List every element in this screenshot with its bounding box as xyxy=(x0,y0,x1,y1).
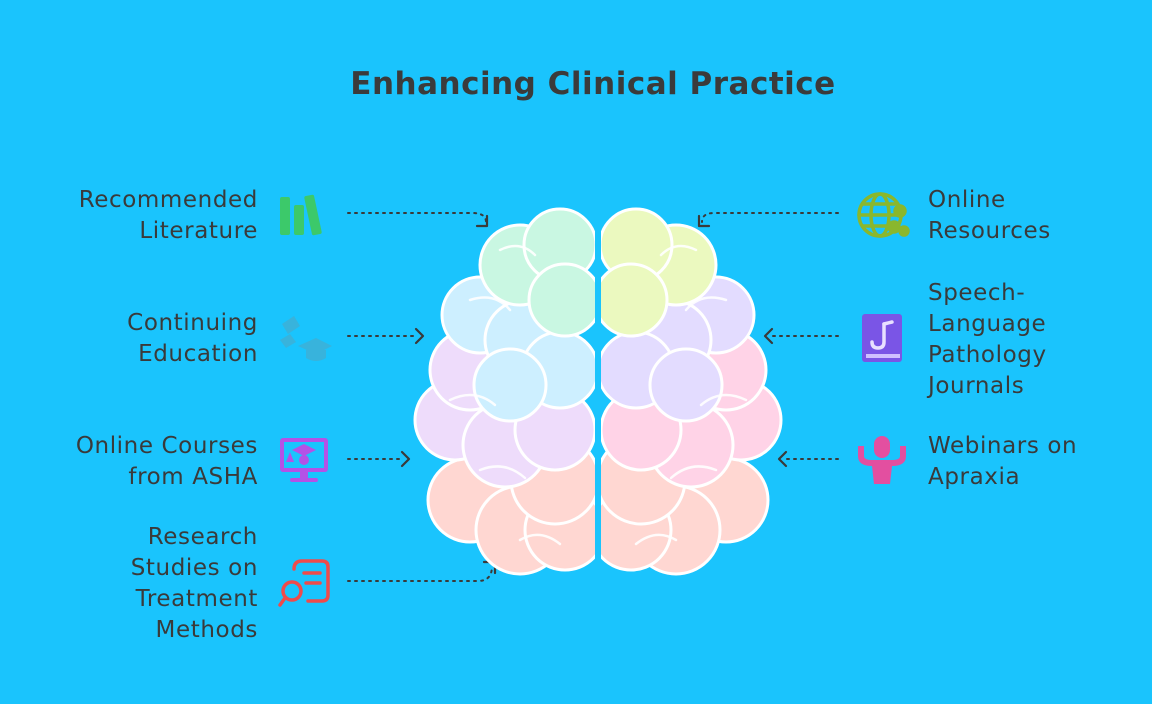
journal-book-icon xyxy=(854,310,910,366)
arrow-recommended-literature xyxy=(347,212,487,223)
arrow-online-resources xyxy=(701,212,839,223)
webinar-speaker-icon xyxy=(854,432,910,488)
brain-left-hemisphere xyxy=(413,207,595,576)
label-online-courses: Online Courses from ASHA xyxy=(75,433,258,490)
arrowhead-online-resources xyxy=(697,214,711,228)
label-slp-journals: Speech- Language Pathology Journals xyxy=(928,280,1047,399)
page-title: Enhancing Clinical Practice xyxy=(350,66,836,102)
books-icon xyxy=(276,187,332,243)
arrowhead-continuing-education xyxy=(414,327,425,345)
arrowhead-webinars xyxy=(777,450,788,468)
globe-share-icon xyxy=(854,187,910,243)
arrowhead-slp-journals xyxy=(763,327,774,345)
arrowhead-recommended-literature xyxy=(475,214,489,228)
document-search-icon xyxy=(276,555,332,611)
arrow-research-studies xyxy=(347,565,493,582)
label-online-resources: Online Resources xyxy=(928,187,1051,244)
brain-right-hemisphere xyxy=(601,207,783,576)
label-webinars: Webinars on Apraxia xyxy=(928,433,1078,490)
label-research-studies: Research Studies on Treatment Methods xyxy=(130,524,258,643)
arrowhead-online-courses xyxy=(400,450,411,468)
label-recommended-literature: Recommended Literature xyxy=(78,187,258,244)
brain-region-top-right xyxy=(601,207,718,338)
label-continuing-education: Continuing Education xyxy=(127,310,258,367)
graduation-cap-icon xyxy=(276,310,332,366)
brain-region-top-left xyxy=(478,207,595,338)
online-course-monitor-icon xyxy=(276,432,332,488)
